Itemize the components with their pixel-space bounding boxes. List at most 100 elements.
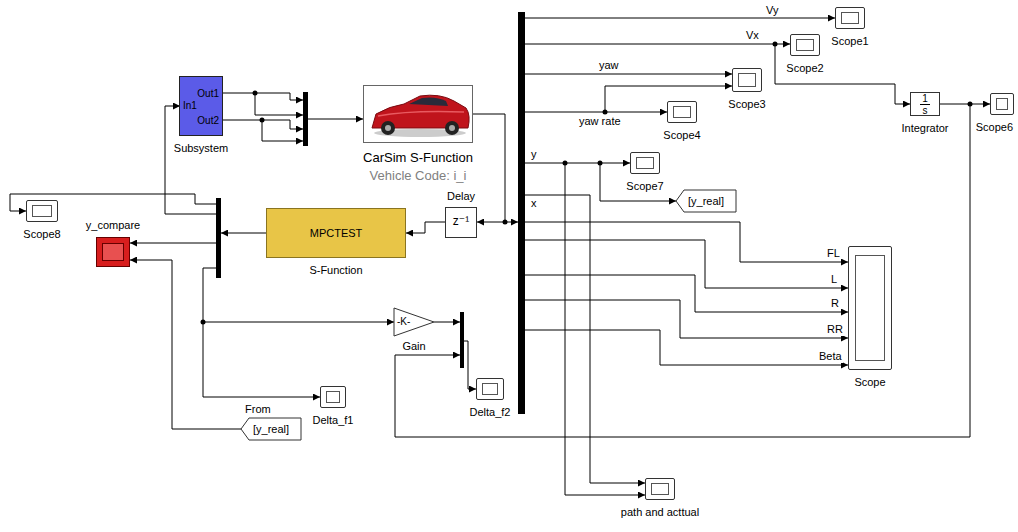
from-tag: From[y_real] [241, 418, 301, 440]
signal-label: yaw [598, 59, 620, 72]
delay-block: Delayz⁻¹ [445, 207, 477, 238]
signal-label: Vy [765, 4, 779, 17]
tag-text: [y_real] [253, 423, 289, 436]
scope-screen [326, 391, 340, 403]
block-name: Gain [402, 340, 425, 353]
signal-wire [525, 300, 848, 338]
demux-bar [518, 12, 525, 414]
signal-label: FL [826, 247, 841, 260]
branch-dot [598, 161, 603, 166]
scope-screen [482, 383, 498, 395]
signal-wire [525, 44, 790, 45]
car-wheel [445, 121, 459, 135]
block-name: Scope2 [786, 62, 823, 75]
scope-screen [673, 106, 691, 118]
signal-connector [406, 222, 445, 233]
block-name: Scope6 [976, 121, 1013, 134]
signal-wire [262, 120, 303, 141]
signal-wire [223, 93, 303, 100]
signal-wire [130, 243, 216, 244]
signal-wire [525, 74, 732, 75]
block-outline [394, 308, 434, 336]
scope-screen [738, 73, 756, 87]
signal-wire [395, 104, 970, 437]
scope-block: Delta_f2 [476, 378, 504, 400]
signal-label: x [530, 197, 538, 210]
signal-wire [525, 330, 848, 365]
block-text: -K- [397, 316, 410, 328]
block-name: Scope [854, 376, 885, 389]
signal-wire [221, 233, 267, 234]
block-name: S-Function [309, 264, 362, 277]
block-name: y_compare [86, 219, 140, 232]
scope-screen [636, 157, 654, 169]
signal-label: Beta [818, 350, 843, 363]
car-window [409, 97, 448, 106]
car-wheel [381, 121, 395, 135]
port-label: Out2 [197, 115, 219, 127]
block-text: s [923, 105, 928, 117]
goto-tag: [y_real] [676, 190, 736, 212]
block-outline [676, 190, 736, 212]
scope-screen [32, 205, 52, 217]
integrator-block: 1sIntegrator [910, 92, 940, 116]
signal-wire [565, 163, 645, 495]
signal-label: RR [826, 323, 844, 336]
sfunction-block: MPCTESTS-Function [266, 208, 406, 258]
signal-wire [464, 341, 476, 389]
scope-block: y_compare [96, 237, 130, 267]
scope-block: Delta_f1 [320, 386, 346, 408]
signal-wire [525, 163, 630, 164]
mux-bar [303, 92, 308, 146]
signal-wire [525, 195, 645, 483]
block-name: Scope1 [831, 35, 868, 48]
signal-label: L [830, 273, 838, 286]
block-name: Scope8 [23, 228, 60, 241]
signal-wire [203, 268, 394, 322]
scope-screen [855, 255, 885, 361]
carsim-block: CarSim S-FunctionVehicle Code: i_i [363, 85, 473, 143]
scope-block: Scope6 [990, 93, 1014, 115]
block-name: Delay [447, 190, 475, 203]
signal-connector [473, 114, 505, 222]
mux-bar [460, 312, 464, 368]
signal-connector [940, 104, 990, 105]
scope-screen [841, 12, 859, 24]
port-label: In1 [183, 100, 197, 112]
signal-wire [434, 322, 460, 323]
scope-screen [651, 483, 669, 495]
block-name: Scope3 [728, 98, 765, 111]
car-hub [449, 125, 455, 131]
block-text: MPCTEST [310, 227, 363, 240]
scope-block: Scope1 [835, 7, 865, 29]
tag-text: [y_real] [688, 195, 724, 208]
signal-label: y [530, 148, 538, 161]
subsystem-block: In1Out1Out2Subsystem [179, 76, 223, 136]
block-name: Scope4 [663, 129, 700, 142]
mux-bar [216, 198, 221, 278]
branch-dot [253, 91, 258, 96]
signal-wire [525, 240, 848, 288]
block-text: z⁻¹ [453, 215, 469, 229]
block-text: 1 [922, 93, 928, 105]
scope-block: Scope8 [26, 200, 58, 222]
scope-screen [796, 39, 814, 51]
branch-dot [603, 110, 608, 115]
signal-label: Vx [745, 29, 760, 42]
block-name: Subsystem [174, 142, 228, 155]
scope-block: Scope3 [732, 68, 762, 92]
signal-wire [525, 275, 848, 312]
car-highlight [378, 112, 464, 117]
signal-label: R [830, 297, 840, 310]
car-illustration [372, 95, 469, 137]
branch-dot [563, 161, 568, 166]
scope-block: Scope4 [667, 101, 697, 123]
signal-wire [525, 112, 667, 113]
signal-wire [255, 93, 303, 115]
signal-connector [130, 260, 241, 429]
block-name: path and acttual [621, 506, 699, 519]
scope-block: Scope [848, 246, 892, 370]
block-name: CarSim S-Function [363, 151, 473, 166]
scope-block: path and acttual [645, 478, 675, 500]
block-outline [241, 418, 301, 440]
